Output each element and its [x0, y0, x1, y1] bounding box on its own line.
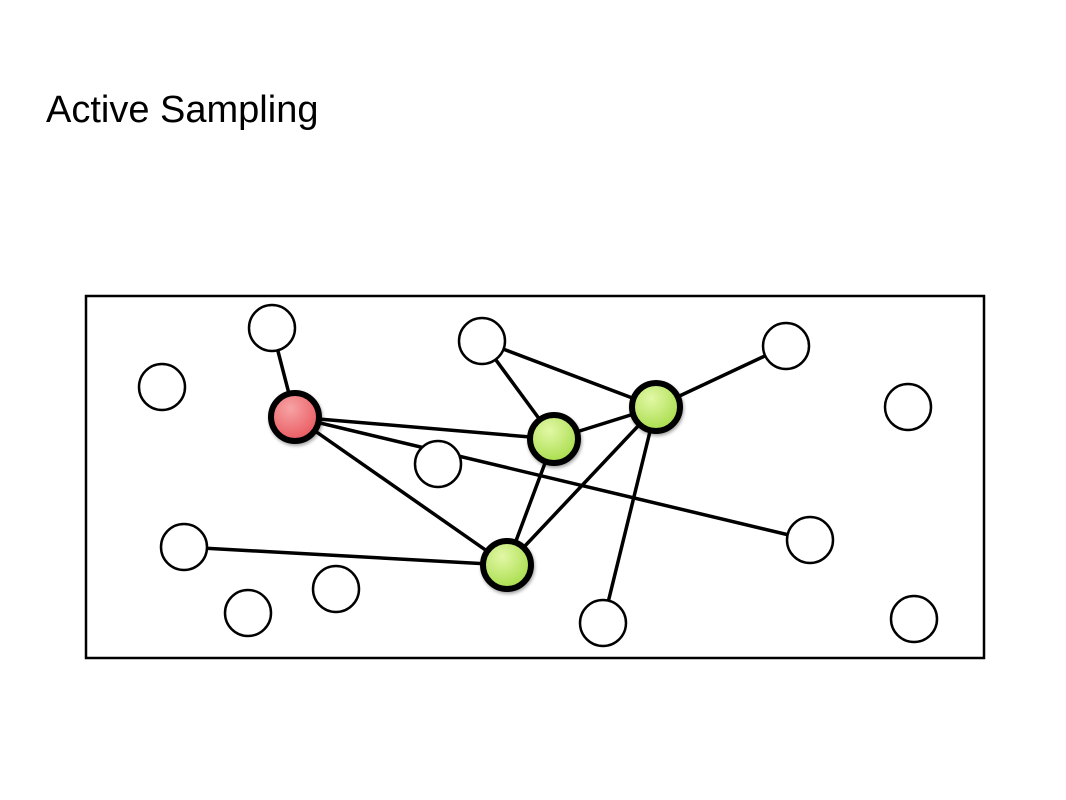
nodes-layer [137, 303, 939, 648]
node-unsampled-n7 [159, 522, 209, 572]
slide-title: Active Sampling [46, 89, 319, 131]
edge-g2-n11 [601, 405, 658, 625]
node-unsampled-n11 [578, 598, 628, 648]
node-unsampled-n8 [785, 515, 835, 565]
node-unsampled-n6 [413, 439, 463, 489]
edge-red-g1 [293, 415, 556, 441]
node-sampled-g3 [480, 538, 534, 592]
node-unsampled-n12 [889, 594, 939, 644]
edge-red-g3 [293, 415, 509, 567]
node-unsampled-n1 [247, 303, 297, 353]
node-unsampled-n9 [311, 564, 361, 614]
node-seed-red [268, 390, 322, 444]
node-unsampled-n5 [883, 382, 933, 432]
graph-frame [84, 294, 986, 660]
node-sampled-g2 [629, 380, 683, 434]
node-sampled-g1 [527, 412, 581, 466]
node-unsampled-n4 [137, 362, 187, 412]
node-unsampled-n2 [457, 316, 507, 366]
node-unsampled-n3 [761, 321, 811, 371]
edge-g2-g3 [505, 405, 658, 567]
node-unsampled-n10 [223, 588, 273, 638]
edge-n2-g2 [480, 339, 658, 409]
edge-red-n8 [293, 415, 812, 542]
edge-n7-g3 [182, 545, 509, 567]
